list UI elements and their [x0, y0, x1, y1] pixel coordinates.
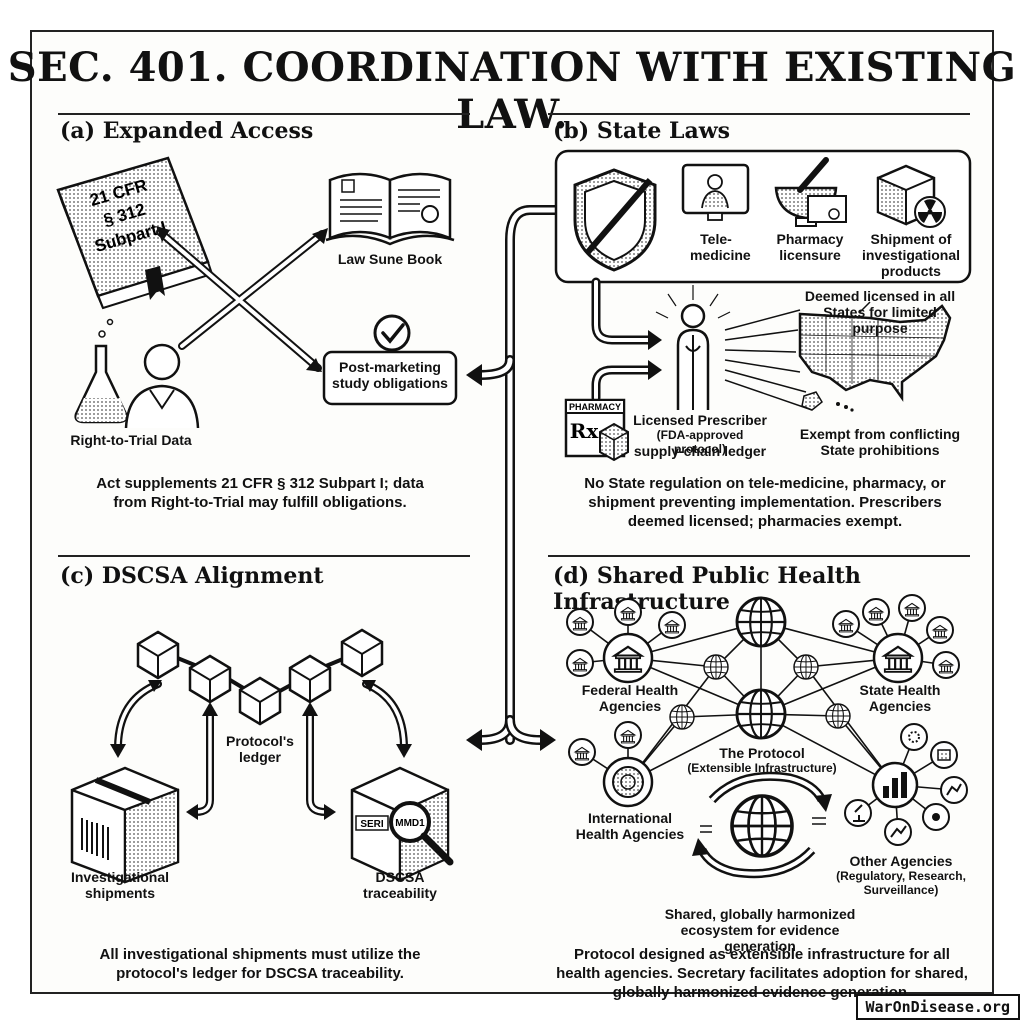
shipment-box-icon	[70, 766, 180, 884]
infrastructure-caption: Protocol designed as extensible infrastr…	[556, 946, 968, 1001]
exempt-label: Exempt from conflicting State prohibitio…	[799, 426, 961, 459]
shield-icon	[573, 168, 657, 272]
building-icon	[566, 649, 594, 677]
divider-c	[58, 555, 470, 557]
mortar-pestle-icon	[774, 157, 847, 227]
section-heading-state-laws: (b) State Laws	[553, 118, 731, 144]
dscsa-arrows	[114, 680, 408, 816]
shipment-label: Shipment of investigational products	[861, 231, 961, 280]
page-title: SEC. 401. COORDINATION WITH EXISTING LAW…	[7, 44, 1017, 138]
obligations-box	[322, 350, 458, 406]
radioactive-box-icon	[876, 164, 946, 228]
microscope-icon	[844, 799, 872, 827]
prescriber-inputs	[591, 277, 655, 403]
flask-icon	[74, 318, 128, 424]
regulation-book-icon: 21 CFR § 312 Subpart I	[56, 156, 214, 310]
agency-node-icon	[940, 776, 968, 804]
globe-icon	[735, 596, 787, 648]
agency-node-icon	[884, 818, 912, 846]
ledger-block	[288, 654, 332, 704]
ledger-block	[188, 654, 232, 704]
protocol-note: (FDA-approved protocol)	[656, 428, 744, 456]
ledger-label: supply-chain ledger	[633, 443, 767, 459]
expanded-access-caption: Act supplements 21 CFR § 312 Subpart I; …	[96, 475, 424, 511]
shipments-label: Investigational shipments	[70, 869, 170, 902]
prescriber-rays	[724, 301, 871, 411]
building-icon	[932, 651, 960, 679]
state-laws-panel	[554, 149, 972, 284]
globe-icon	[735, 688, 787, 740]
traceability-box-icon: SERI MMD1	[350, 766, 454, 882]
building-icon	[568, 738, 596, 766]
evidence-cycle-icon	[692, 771, 832, 879]
other-agencies-chart-icon	[871, 761, 919, 809]
pharmacy-licensure-label: Pharmacy licensure	[776, 231, 844, 264]
international-un-icon	[602, 756, 654, 808]
protocol-sub-label: (Extensible Infrastructure)	[687, 761, 837, 775]
globe-icon	[793, 654, 819, 680]
trial-data-label: Right-to-Trial Data	[70, 432, 192, 448]
ledger-chain	[136, 628, 384, 726]
ledger-block	[238, 676, 282, 726]
rx-symbol: Rx	[570, 419, 600, 443]
section-heading-dscsa: (c) DSCSA Alignment	[60, 563, 324, 589]
globe-icon	[703, 654, 729, 680]
us-map-icon	[798, 304, 952, 412]
dscsa-caption: All investigational shipments must utili…	[99, 946, 421, 982]
pharmacy-sign-text: PHARMACY	[569, 402, 621, 412]
traceability-label: DSCSA traceability	[363, 869, 437, 902]
checkmark-icon	[373, 314, 411, 352]
state-capitol-icon	[872, 632, 924, 684]
protocol-label: The Protocol	[719, 745, 805, 761]
ledger-block	[136, 630, 180, 680]
building-icon	[658, 611, 686, 639]
state-agencies-label: State Health Agencies	[859, 682, 941, 715]
central-connector-arrows	[475, 205, 561, 745]
divider-b	[548, 113, 970, 115]
agency-satellite-icons	[566, 594, 968, 846]
divider-a	[58, 113, 470, 115]
building-icon	[614, 598, 642, 626]
other-agencies-label: Other Agencies	[849, 853, 953, 869]
open-law-book-icon	[325, 172, 455, 246]
protocol-ledger-label: Protocol's ledger	[226, 733, 294, 766]
prescriber-icon	[655, 285, 731, 410]
lot-tag-text: MMD1	[395, 818, 425, 829]
federal-capitol-icon	[602, 632, 654, 684]
telemedicine-label: Tele-medicine	[690, 231, 751, 264]
building-icon	[898, 594, 926, 622]
international-agencies-label: International Health Agencies	[575, 810, 685, 843]
other-agencies-sub-label: (Regulatory, Research, Surveillance)	[836, 869, 966, 897]
prescriber-label: Licensed Prescriber	[633, 412, 767, 428]
state-laws-caption: No State regulation on tele-medicine, ph…	[584, 475, 946, 530]
serial-tag-text: SERI	[360, 819, 384, 830]
section-heading-expanded-access: (a) Expanded Access	[60, 118, 314, 144]
agency-node-icon	[900, 723, 928, 751]
building-icon	[832, 610, 860, 638]
researcher-icon	[124, 343, 200, 429]
agency-node-icon	[930, 741, 958, 769]
law-book-label: Law Sune Book	[337, 251, 443, 267]
building-icon	[926, 616, 954, 644]
federal-agencies-label: Federal Health Agencies	[581, 682, 679, 715]
agency-node-icon	[922, 803, 950, 831]
building-icon	[614, 721, 642, 749]
divider-d	[548, 555, 970, 557]
building-icon	[566, 608, 594, 636]
ledger-block	[340, 628, 384, 678]
pharmacy-icon: PHARMACY Rx	[564, 398, 629, 462]
building-icon	[862, 598, 890, 626]
watermark-badge: WarOnDisease.org	[855, 994, 1020, 1020]
ecosystem-label: Shared, globally harmonized ecosystem fo…	[664, 906, 856, 955]
deemed-licensed-label: Deemed licensed in all States for limite…	[804, 288, 956, 337]
obligations-label: Post-marketing study obligations	[332, 359, 448, 392]
telemedicine-monitor-icon	[681, 163, 750, 221]
